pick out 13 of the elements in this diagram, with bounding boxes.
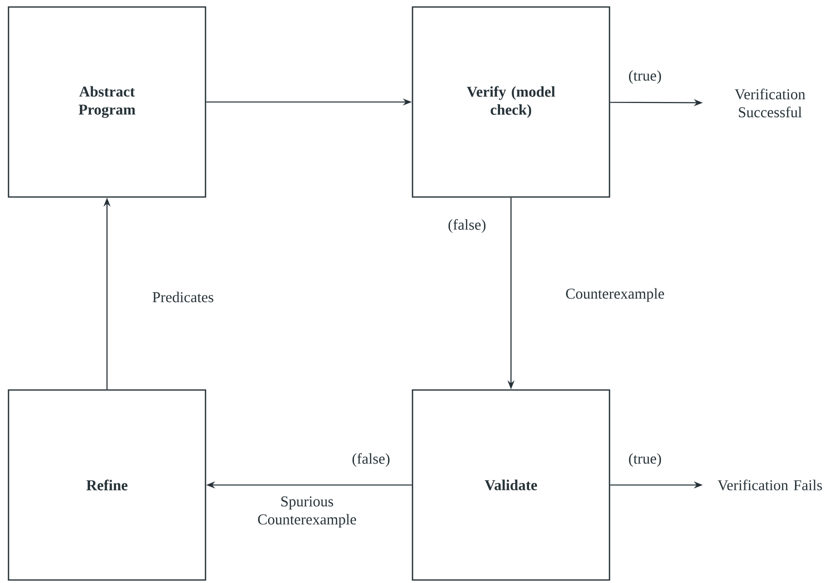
branch-label: (false)	[352, 453, 390, 467]
edge-label: Spurious Counterexample	[258, 496, 356, 528]
edge-label: (true)	[629, 70, 661, 84]
process-box: Refine	[8, 389, 206, 581]
process-box: Verify (model check)	[412, 6, 610, 198]
result-text: Verification Fails	[718, 480, 822, 490]
process-box: Abstract Program	[8, 6, 206, 198]
edge-label: Counterexample	[566, 288, 664, 302]
result-text: Verification Successful	[734, 88, 806, 118]
edge-label: (true)	[629, 453, 661, 467]
branch-label: (false)	[448, 219, 486, 233]
edge-label: Predicates	[152, 292, 214, 302]
process-box: Validate	[412, 389, 610, 581]
